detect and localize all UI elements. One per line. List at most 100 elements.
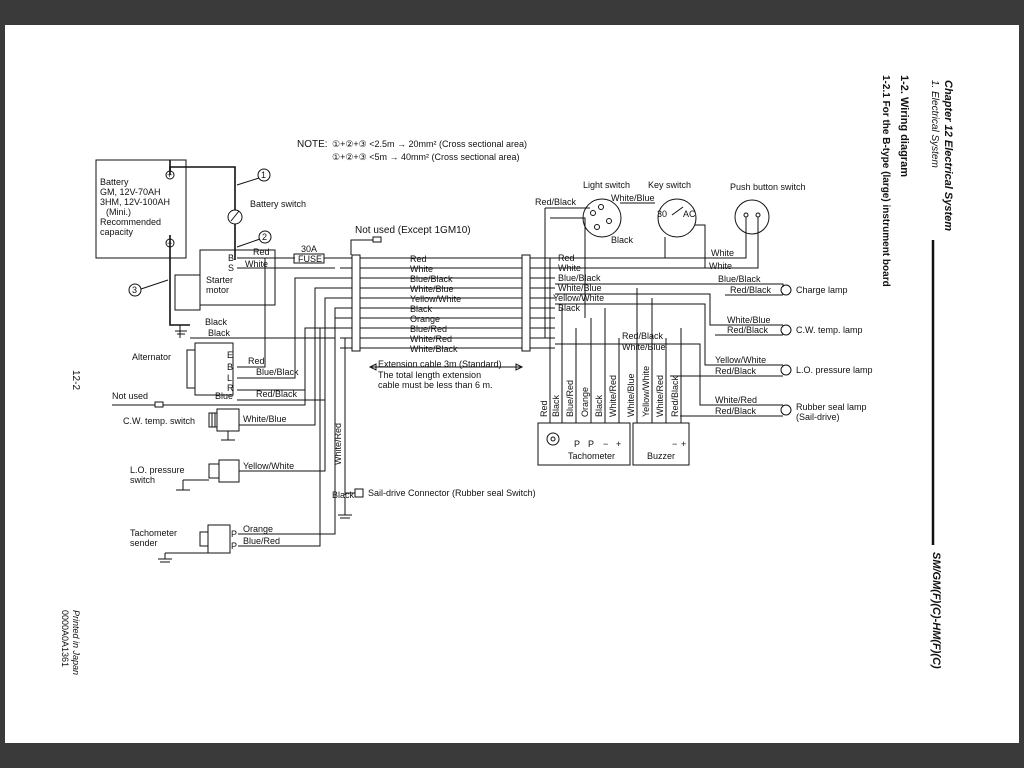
tachometer: Tachometer P P − + [537,422,631,466]
tach-vert-4: Orange [580,387,590,417]
note-line-1: ①+②+③ <2.5m → 20mm² (Cross sectional are… [332,139,527,149]
battery: + − Battery GM, 12V-70AH 3HM, 12V-100AH … [95,159,187,265]
starter-terminal-b: B [228,253,234,263]
inst-wire-1: Red [558,253,575,263]
page-header: Chapter 12 Electrical System 1. Electric… [880,75,954,669]
ls-red-black: Red/Black [535,197,577,207]
fuse-rating: 30A [301,244,317,254]
battery-switch: Battery switch [227,199,306,225]
rubber-seal-lamp-label-1: Rubber seal lamp [796,402,867,412]
buzzer-vert-1: White/Blue [626,373,636,417]
tacho-wire-blue-red: Blue/Red [243,536,280,546]
alt-terminal-e: E [227,350,233,360]
push-button-switch: Push button switch [730,182,806,235]
fuse-label: FUSE [298,254,322,264]
key-terminal-ac: AC [683,209,696,219]
rs-white-red: White/Red [715,395,757,405]
alternator-label: Alternator [132,352,171,362]
chapter-title: Chapter 12 Electrical System [942,80,954,231]
harness-wire-7: Orange [410,314,440,324]
rubber-seal-lamp-label-2: (Sail-drive) [796,412,840,422]
manual-page: Chapter 12 Electrical System 1. Electric… [5,25,1019,743]
tach-term-1: P [574,439,580,449]
buzzer-label: Buzzer [647,451,675,461]
light-switch-label: Light switch [583,180,630,190]
note: NOTE: ①+②+③ <2.5m → 20mm² (Cross section… [297,139,527,162]
wire-black-1: Black [205,317,228,327]
harness-wire-9: White/Red [410,334,452,344]
lo-pressure-lamp-label: L.O. pressure lamp [796,365,873,375]
harness-wire-5: Yellow/White [410,294,461,304]
cw-temp-switch: C.W. temp. switch [123,408,240,432]
extension-cable-line-3: cable must be less than 6 m. [378,380,493,390]
tach-vert-6: White/Red [608,375,618,417]
harness-wire-4: White/Blue [410,284,454,294]
buzzer-vert-3: White/Red [655,375,665,417]
starter-label-2: motor [206,285,229,295]
lo-red-black: Red/Black [715,366,757,376]
document-code: 0000A0A1361 [60,610,70,667]
inst-wire-3: Blue/Black [558,273,601,283]
alt-wire-red-black: Red/Black [256,389,298,399]
lo-pressure-switch-label-1: L.O. pressure [130,465,185,475]
printed-in-japan: Printed in Japan [71,610,81,675]
battery-label-3: 3HM, 12V-100AH [100,197,170,207]
starter-terminal-s: S [228,263,234,273]
alt-terminal-r: R [227,383,234,393]
alt-terminal-l: L [227,373,232,383]
tach-vert-2: Black [551,394,561,417]
key-switch: Key switch 30 AC [648,180,697,238]
push-wire-white: White [709,261,732,271]
cw-temp-lamp-label: C.W. temp. lamp [796,325,863,335]
harness-wire-2: White [410,264,433,274]
buzzer-term-1: − [672,439,677,449]
cable-marker-2: 2 [262,232,267,242]
charge-blue-black: Blue/Black [718,274,761,284]
harness-wire-3: Blue/Black [410,274,453,284]
cable-marker-3: 3 [132,285,137,295]
ls-white-blue: White/Blue [611,193,655,203]
tacho-sender-label-2: sender [130,538,158,548]
charge-lamp-label: Charge lamp [796,285,848,295]
ls-black: Black [611,235,634,245]
lo-pressure-wire: Yellow/White [243,461,294,471]
inst-wire-5: Yellow/White [553,293,604,303]
model-code: SM/GM(F)(C)-HM(F)(C) [930,552,942,669]
tach-vert-5: Black [594,394,604,417]
tach-vert-1: Red [539,400,549,417]
battery-label-6: capacity [100,227,134,237]
charge-red-black: Red/Black [730,285,772,295]
battery-label-1: Battery [100,177,129,187]
battery-switch-label: Battery switch [250,199,306,209]
tacho-sender-label-1: Tachometer [130,528,177,538]
cw-red-black: Red/Black [727,325,769,335]
key-wire-white: White [711,248,734,258]
harness-connector-left [351,254,361,352]
inst-wire-2: White [558,263,581,273]
note-prefix: NOTE: [297,139,328,150]
harness-wire-6: Black [410,304,433,314]
battery-label-2: GM, 12V-70AH [100,187,161,197]
lo-pressure-lamp-icon [780,364,792,376]
inst-wire-6: Black [558,303,581,313]
cw-temp-lamp-icon [780,324,792,336]
tach-term-2: P [588,439,594,449]
tach-term-3: − [603,439,608,449]
inst-wire-4: White/Blue [558,283,602,293]
key-terminal-30: 30 [657,209,667,219]
battery-plus: + [167,170,172,180]
lo-yellow-white: Yellow/White [715,355,766,365]
tachometer-label: Tachometer [568,451,615,461]
light-switch: Light switch [582,180,630,238]
tach-term-4: + [616,439,621,449]
starter-wire-red: Red [253,247,270,257]
sail-drive-connector: Sail-drive Connector (Rubber seal Switch… [368,488,536,498]
lo-pressure-switch: L.O. pressure switch [130,459,240,485]
alternator: Alternator E B L R [132,342,234,396]
buzzer-vert-2: Yellow/White [641,366,651,417]
harness-wire-1: Red [410,254,427,264]
wiring-diagram: Chapter 12 Electrical System 1. Electric… [60,75,954,675]
note-line-2: ①+②+③ <5m → 40mm² (Cross sectional area) [332,152,520,162]
not-used-left: Not used [112,391,148,401]
alt-wire-red: Red [248,356,265,366]
